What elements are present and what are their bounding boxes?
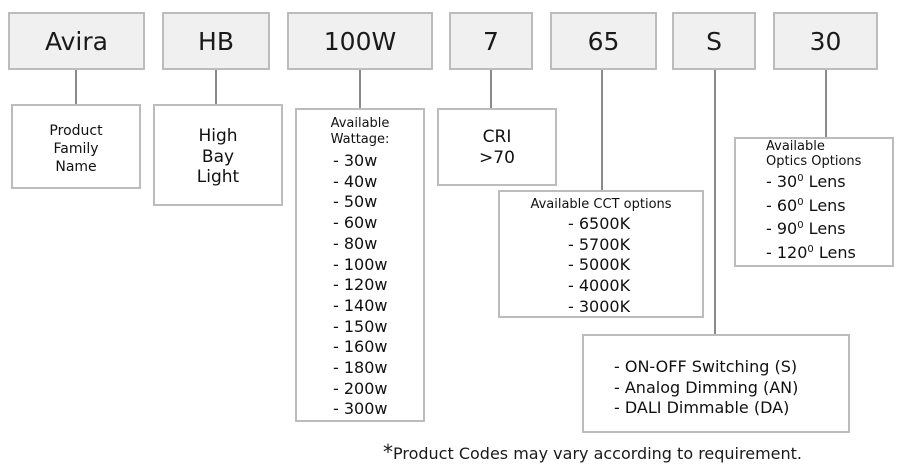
code-box-30: 30 bbox=[773, 12, 878, 70]
connector-line bbox=[714, 70, 716, 336]
connector-line bbox=[75, 70, 77, 104]
code-text: 65 bbox=[587, 26, 620, 56]
switching-option: - DALI Dimmable (DA) bbox=[614, 398, 790, 418]
product-family-line: Family bbox=[53, 141, 99, 157]
optics-option-value: - 30 bbox=[766, 172, 798, 191]
cri-box: CRI >70 bbox=[437, 108, 557, 186]
degree-mark: 0 bbox=[797, 173, 804, 184]
cct-option: - 5000K bbox=[568, 255, 631, 275]
bay-type-box: High Bay Light bbox=[153, 104, 283, 206]
optics-option-unit: Lens bbox=[803, 172, 846, 191]
wattage-option: - 300w bbox=[333, 399, 388, 419]
optics-option-unit: Lens bbox=[803, 219, 846, 239]
optics-option-value: - 60 bbox=[766, 195, 798, 215]
cct-option: - 4000K bbox=[568, 276, 631, 296]
code-text: HB bbox=[198, 26, 234, 56]
code-box-avira: Avira bbox=[8, 12, 145, 70]
optics-option-unit: Lens bbox=[813, 243, 856, 263]
code-text: 7 bbox=[483, 26, 499, 56]
switching-option: - ON-OFF Switching (S) bbox=[614, 357, 798, 376]
cct-option: - 5700K bbox=[568, 234, 631, 254]
optics-option-unit: Lens bbox=[803, 195, 846, 215]
cct-option: - 6500K bbox=[568, 214, 631, 233]
switching-box: - ON-OFF Switching (S) - Analog Dimming … bbox=[582, 334, 850, 433]
cri-line: CRI bbox=[482, 127, 512, 147]
optics-option: - 900 Lens bbox=[766, 216, 892, 240]
optics-option-value: - 120 bbox=[766, 243, 808, 263]
bay-type-line: High bbox=[198, 126, 238, 146]
wattage-option: - 160w bbox=[333, 337, 388, 357]
product-family-box: Product Family Name bbox=[11, 104, 141, 189]
wattage-heading: Available bbox=[330, 116, 390, 131]
code-box-100w: 100W bbox=[287, 12, 433, 70]
cct-option: - 3000K bbox=[568, 296, 631, 316]
connector-line bbox=[359, 70, 361, 109]
wattage-option: - 140w bbox=[333, 295, 388, 315]
wattage-option: - 80w bbox=[333, 233, 378, 253]
wattage-option: - 60w bbox=[333, 213, 378, 233]
degree-mark: 0 bbox=[797, 220, 804, 232]
wattage-option: - 200w bbox=[333, 378, 388, 398]
code-box-hb: HB bbox=[162, 12, 270, 70]
optics-box: Available Optics Options - 300 Lens - 60… bbox=[734, 137, 894, 267]
wattage-option: - 120w bbox=[333, 275, 388, 295]
switching-option: - Analog Dimming (AN) bbox=[614, 377, 799, 397]
footnote-asterisk: * bbox=[383, 440, 393, 464]
wattage-option: - 40w bbox=[333, 171, 378, 191]
optics-heading: Optics Options bbox=[766, 154, 862, 169]
bay-type-line: Light bbox=[196, 167, 240, 187]
wattage-option: - 150w bbox=[333, 316, 388, 336]
degree-mark: 0 bbox=[797, 196, 804, 208]
optics-heading: Available bbox=[766, 139, 825, 154]
optics-option: - 300 Lens bbox=[766, 169, 892, 193]
product-family-line: Name bbox=[55, 159, 97, 175]
wattage-option: - 100w bbox=[333, 254, 388, 274]
code-box-65: 65 bbox=[550, 12, 657, 70]
optics-option-value: - 90 bbox=[766, 219, 798, 239]
degree-mark: 0 bbox=[807, 244, 814, 256]
cct-box: Available CCT options - 6500K - 5700K - … bbox=[498, 190, 704, 318]
code-text: 100W bbox=[323, 26, 397, 56]
footnote: *Product Codes may vary according to req… bbox=[383, 440, 802, 464]
wattage-heading: Wattage: bbox=[330, 132, 390, 147]
footnote-text: Product Codes may vary according to requ… bbox=[393, 444, 802, 463]
connector-line bbox=[601, 70, 603, 190]
connector-line bbox=[825, 70, 827, 137]
code-box-s: S bbox=[672, 12, 756, 70]
connector-line bbox=[215, 70, 217, 104]
product-family-line: Product bbox=[49, 123, 103, 139]
optics-option: - 600 Lens bbox=[766, 193, 892, 217]
wattage-box: Available Wattage: - 30w - 40w - 50w - 6… bbox=[295, 108, 425, 422]
cct-heading: Available CCT options bbox=[530, 197, 672, 212]
wattage-option: - 30w bbox=[333, 151, 378, 170]
code-text: 30 bbox=[809, 26, 842, 56]
wattage-option: - 50w bbox=[333, 192, 378, 212]
optics-option: - 1200 Lens bbox=[766, 240, 892, 264]
code-text: S bbox=[706, 26, 722, 56]
bay-type-line: Bay bbox=[201, 146, 235, 167]
connector-line bbox=[490, 70, 492, 108]
cri-line: >70 bbox=[479, 148, 515, 168]
wattage-option: - 180w bbox=[333, 358, 388, 378]
code-text: Avira bbox=[45, 26, 108, 56]
code-box-7: 7 bbox=[449, 12, 533, 70]
